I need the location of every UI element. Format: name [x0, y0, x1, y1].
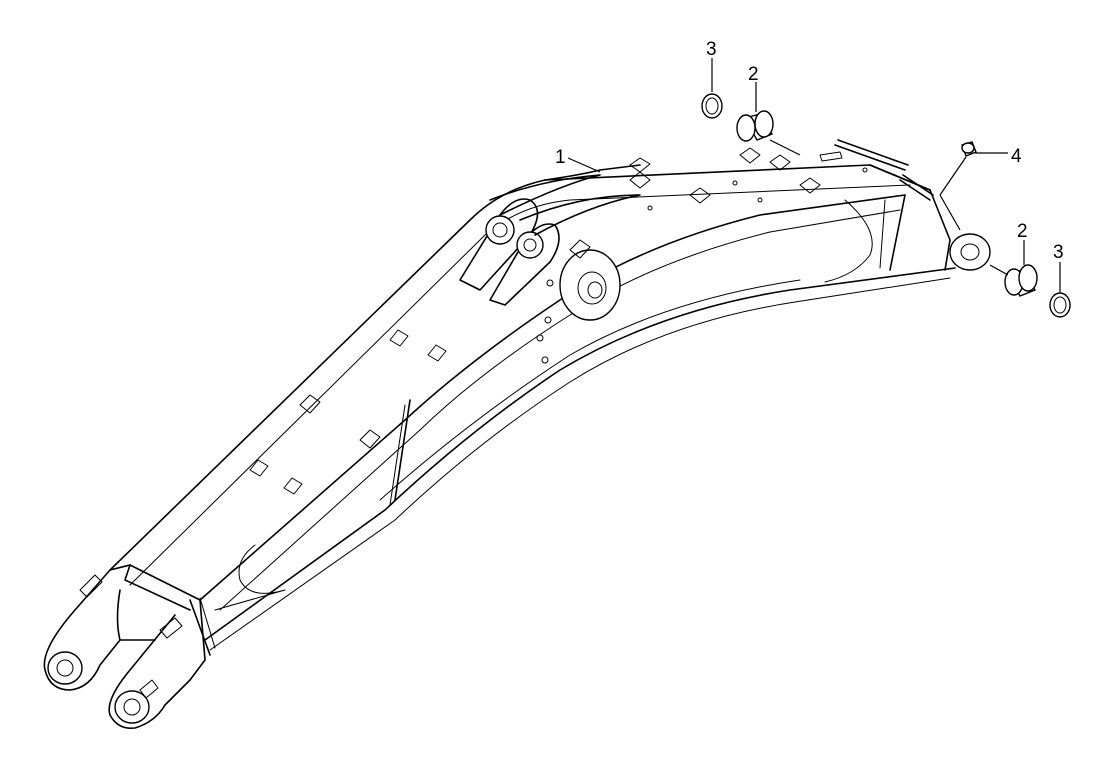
- callout-4: 4: [939, 146, 1022, 231]
- ring-part-top: [701, 93, 723, 119]
- callout-2-right-label: 2: [1017, 221, 1028, 242]
- callout-1: 1: [555, 147, 601, 173]
- callout-2-top-label: 2: [748, 64, 759, 85]
- callout-2-right: 2: [989, 221, 1028, 276]
- callout-3-right-label: 3: [1053, 242, 1064, 263]
- callout-2-top: 2: [748, 64, 801, 156]
- bushing-part-right: [1004, 264, 1038, 297]
- fitting-part: [961, 141, 977, 157]
- bushing-part-top: [736, 110, 774, 142]
- callout-3-top: 3: [706, 39, 717, 92]
- ring-part-right: [1049, 292, 1071, 318]
- boom-part: [43, 139, 991, 730]
- callout-3-top-label: 3: [706, 39, 717, 60]
- callout-3-right: 3: [1053, 242, 1064, 292]
- callout-1-label: 1: [555, 147, 566, 168]
- callout-4-label: 4: [1011, 146, 1022, 167]
